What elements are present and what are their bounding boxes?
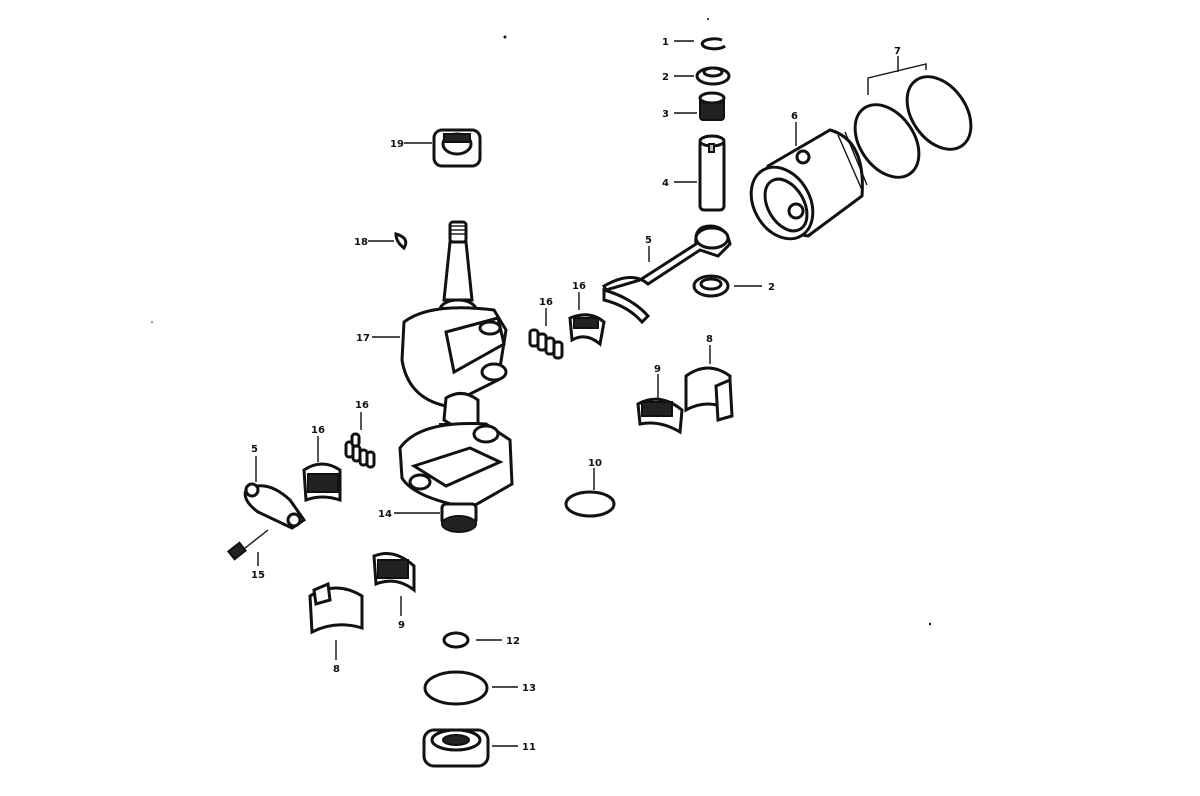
caged-bearing-16-lower [302, 462, 342, 503]
rod-bolt-15 [227, 529, 269, 561]
connecting-rod-5 [602, 224, 732, 325]
scan-speck [707, 18, 709, 20]
callout-1: 1 [662, 37, 669, 48]
caged-bearing-9-upper [636, 397, 684, 435]
o-ring-13 [423, 670, 489, 706]
callout-16d: 16 [311, 425, 325, 436]
loose-rollers-16-upper [528, 328, 564, 360]
callout-9b: 9 [398, 620, 405, 631]
callout-4: 4 [662, 178, 669, 189]
callout-8b: 8 [333, 664, 340, 675]
piston-pin-4 [698, 134, 726, 212]
callout-5a: 5 [645, 235, 652, 246]
callout-5b: 5 [251, 444, 258, 455]
bearing-race-8-lower [308, 581, 364, 635]
retaining-ring-10 [564, 490, 616, 518]
crankshaft-17 [398, 220, 514, 533]
caged-bearing-16-upper [568, 313, 606, 347]
callout-8a: 8 [706, 334, 713, 345]
thrust-washer-top [695, 66, 731, 86]
scan-speck [928, 622, 932, 626]
callout-9a: 9 [654, 364, 661, 375]
retaining-clip-1 [700, 37, 726, 51]
callout-16a: 16 [539, 297, 553, 308]
callout-18: 18 [354, 237, 368, 248]
main-bearing-11 [422, 728, 490, 768]
rod-cap-5 [243, 482, 307, 530]
woodruff-key-18 [394, 232, 408, 251]
callout-3: 3 [662, 109, 669, 120]
callout-16b: 16 [572, 281, 586, 292]
callout-2a: 2 [662, 72, 669, 83]
main-bearing-19 [432, 128, 482, 168]
callout-6: 6 [791, 111, 798, 122]
leader-7 [867, 63, 927, 95]
callout-7: 7 [894, 46, 901, 57]
callout-10: 10 [588, 458, 602, 469]
bearing-race-8-upper [684, 366, 734, 422]
o-ring-12 [442, 631, 470, 649]
callout-16c: 16 [355, 400, 369, 411]
scan-speck [503, 35, 507, 39]
piston-rings-7 [853, 75, 973, 179]
callout-19: 19 [390, 139, 404, 150]
callout-11: 11 [522, 742, 536, 753]
callout-14: 14 [378, 509, 392, 520]
needle-bearing-3 [698, 91, 726, 121]
callout-17: 17 [356, 333, 370, 344]
callout-15: 15 [251, 570, 265, 581]
scan-speck [151, 321, 153, 323]
callout-12: 12 [506, 636, 520, 647]
thrust-washer-lower [692, 274, 730, 298]
caged-bearing-9-lower [372, 552, 416, 594]
callout-2b: 2 [768, 282, 775, 293]
loose-rollers-16-middle [344, 432, 376, 469]
callout-13: 13 [522, 683, 536, 694]
piston-6 [749, 128, 868, 241]
